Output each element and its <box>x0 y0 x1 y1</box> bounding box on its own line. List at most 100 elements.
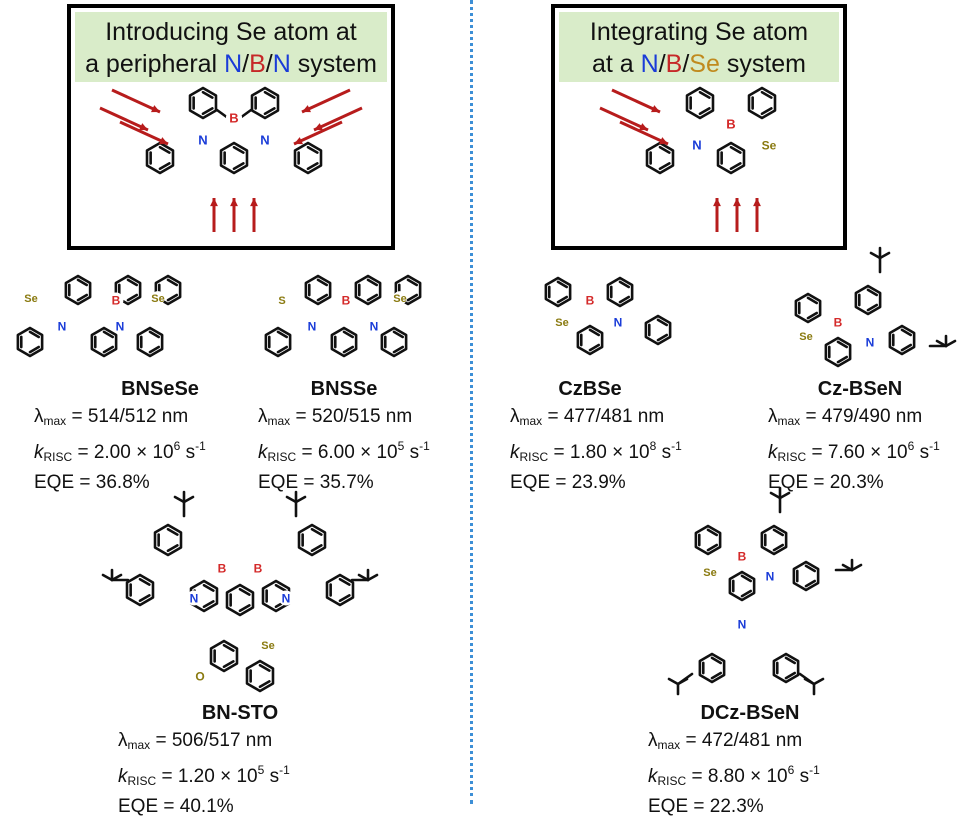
arrow-head <box>210 198 218 207</box>
atom-label: B <box>342 293 351 307</box>
atom-bg <box>24 291 38 305</box>
double-bond <box>138 577 151 586</box>
double-bond <box>760 107 773 116</box>
double-bond <box>276 345 289 354</box>
double-bond <box>618 295 631 304</box>
double-bond <box>729 162 742 171</box>
atom-bg <box>799 329 813 343</box>
lambda-row: λmax = 479/490 nm <box>768 406 923 428</box>
benzene-ring <box>261 579 291 613</box>
double-bond <box>102 345 115 354</box>
krisc-row: kRISC = 8.80 × 106 s-1 <box>648 763 820 788</box>
double-bond <box>556 295 569 304</box>
bond <box>676 677 689 686</box>
benzene-ring <box>544 276 572 308</box>
double-bond <box>202 583 215 592</box>
benzene-ring <box>125 573 155 607</box>
double-bond <box>126 293 139 302</box>
double-bond <box>310 527 323 536</box>
double-bond <box>263 107 276 116</box>
arrow-head <box>314 123 323 131</box>
arrow-head <box>294 137 303 145</box>
arrow-shaft <box>313 106 363 132</box>
double-bond <box>306 145 319 154</box>
benzene-ring <box>114 274 142 306</box>
bond <box>173 495 186 504</box>
arrow-head <box>151 105 160 113</box>
atom-bg <box>108 292 124 308</box>
atom-label: N <box>198 133 207 148</box>
benzene-ring <box>794 292 822 324</box>
double-bond <box>706 543 719 552</box>
double-bond <box>76 293 89 302</box>
double-bond <box>618 280 631 289</box>
double-bond <box>710 671 723 680</box>
benzene-ring <box>824 336 852 368</box>
benzene-ring <box>380 326 408 358</box>
atom-label: N <box>260 133 269 148</box>
arrow-shaft <box>301 88 351 114</box>
double-bond <box>836 340 849 349</box>
double-bond <box>232 145 245 154</box>
benzene-ring <box>576 324 604 356</box>
double-bond <box>406 278 419 287</box>
double-bond <box>138 594 151 603</box>
double-bond <box>556 280 569 289</box>
benzene-ring <box>698 652 726 684</box>
arrow-head <box>302 105 311 113</box>
atom-bg <box>186 590 202 606</box>
atom-bg <box>261 638 275 652</box>
lambda-row: λmax = 477/481 nm <box>510 406 665 428</box>
double-bond <box>258 680 271 689</box>
atom-bg <box>555 315 569 329</box>
benzene-ring <box>772 652 800 684</box>
arrow-head <box>733 198 741 207</box>
double-bond <box>232 162 245 171</box>
double-bond <box>148 345 161 354</box>
double-bond <box>658 162 671 171</box>
benzene-ring <box>645 141 675 175</box>
atom-label: B <box>254 561 263 575</box>
atom-label: N <box>190 591 199 605</box>
compound-name-bnsse: BNSSe <box>310 378 378 400</box>
atom-label: N <box>614 315 623 329</box>
atom-label: N <box>116 319 125 333</box>
krisc-row: kRISC = 7.60 × 106 s-1 <box>768 439 940 464</box>
double-bond <box>656 318 669 327</box>
bond <box>285 495 298 504</box>
bond <box>878 251 891 260</box>
bond <box>769 491 782 500</box>
double-bond <box>784 656 797 665</box>
krisc-row: kRISC = 2.00 × 106 s-1 <box>34 439 206 464</box>
arrow-head <box>639 123 648 131</box>
benzene-ring <box>606 276 634 308</box>
krisc-row: kRISC = 1.80 × 108 s-1 <box>510 439 682 464</box>
benzene-ring <box>354 274 382 306</box>
atom-bg <box>862 334 878 350</box>
double-bond <box>342 345 355 354</box>
benzene-ring <box>297 523 327 557</box>
bond <box>841 563 854 572</box>
right-title-line1: Integrating Se atom <box>589 18 809 46</box>
atom-label: N <box>308 319 317 333</box>
eqe-row: EQE = 40.1% <box>118 796 234 817</box>
compound-name-cz-bsen: Cz-BSeN <box>817 378 903 400</box>
double-bond <box>338 577 351 586</box>
arrow-shaft <box>293 120 343 146</box>
atom-bg <box>225 109 243 127</box>
double-bond <box>698 90 711 99</box>
bond <box>667 677 680 686</box>
lambda-row: λmax = 514/512 nm <box>34 406 189 428</box>
compound-props-bnsse: λmax = 520/515 nm kRISC = 6.00 × 105 s-1… <box>258 404 430 495</box>
atom-label: Se <box>261 640 274 652</box>
atom-label: N <box>738 617 747 631</box>
double-bond <box>201 90 214 99</box>
atom-label: O <box>195 669 204 683</box>
atom-bg <box>830 314 846 330</box>
atom-bg <box>366 318 382 334</box>
benzene-ring <box>153 523 183 557</box>
arrow-head <box>713 198 721 207</box>
atom-bg <box>278 590 294 606</box>
double-bond <box>658 145 671 154</box>
bond <box>101 573 114 582</box>
